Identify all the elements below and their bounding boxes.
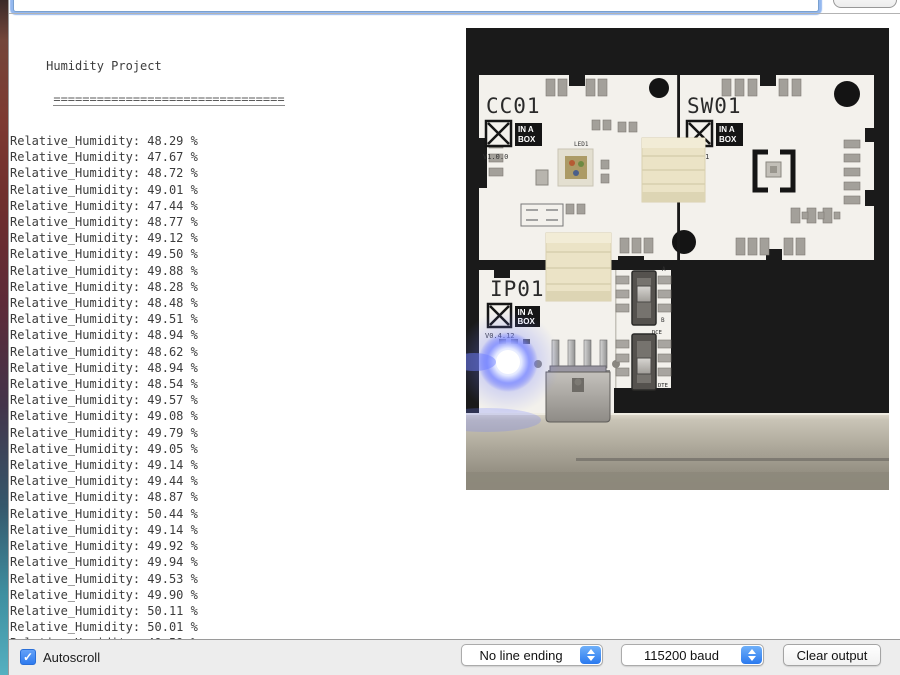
laptop-edge [466, 408, 889, 490]
serial-line: Relative_Humidity: 49.14 % [10, 458, 198, 473]
serial-line: Relative_Humidity: 48.77 % [10, 215, 198, 230]
serial-line: Relative_Humidity: 49.44 % [10, 474, 198, 489]
baud-rate-value: 115200 baud [644, 647, 719, 663]
send-button[interactable] [833, 0, 897, 8]
serial-line: Relative_Humidity: 48.94 % [10, 360, 198, 375]
switch-dce-label: DCE [652, 330, 662, 336]
serial-line: Relative_Humidity: 49.57 % [10, 393, 198, 408]
ip01-label: IP01 [490, 277, 545, 301]
pcb-photo-svg: CC01 IN A BOX V1.0.0 LED1 [466, 28, 889, 490]
serial-line: Relative_Humidity: 50.01 % [10, 620, 198, 635]
serial-line: Relative_Humidity: 49.05 % [10, 441, 198, 456]
switch-a-label: A [662, 266, 666, 273]
serial-line: Relative_Humidity: 49.51 % [10, 312, 198, 327]
autoscroll-label: Autoscroll [43, 650, 101, 665]
serial-line: Relative_Humidity: 49.79 % [10, 425, 198, 440]
switch-b-label: B [661, 317, 665, 324]
sw01-label: SW01 [687, 94, 742, 118]
serial-line: Relative_Humidity: 48.48 % [10, 296, 198, 311]
serial-line: Relative_Humidity: 50.11 % [10, 603, 198, 618]
line-ending-select[interactable]: No line ending [461, 644, 603, 666]
serial-monitor-window: Humidity Project =======================… [8, 0, 900, 675]
chevron-up-down-icon [580, 646, 601, 664]
serial-line: Relative_Humidity: 49.12 % [10, 231, 198, 246]
usb-connector [545, 365, 611, 423]
serial-separator: ================================ [53, 91, 285, 106]
serial-send-input[interactable] [13, 0, 819, 12]
svg-text:IN A: IN A [719, 125, 735, 134]
serial-line: Relative_Humidity: 49.01 % [10, 182, 198, 197]
switch-dte-label: DTE [658, 383, 668, 389]
svg-text:BOX: BOX [518, 135, 536, 144]
humidity-sensor [752, 149, 796, 193]
serial-line: Relative_Humidity: 47.67 % [10, 150, 198, 165]
serial-line: Relative_Humidity: 48.28 % [10, 279, 198, 294]
line-ending-value: No line ending [479, 647, 563, 663]
svg-text:IN A: IN A [518, 308, 534, 317]
svg-text:BOX: BOX [719, 135, 737, 144]
serial-line: Relative_Humidity: 49.14 % [10, 522, 198, 537]
desktop-wallpaper-strip [0, 0, 8, 675]
slide-switches: A B DCE DTE [615, 266, 672, 391]
baud-rate-select[interactable]: 115200 baud [621, 644, 764, 666]
blue-led [466, 310, 560, 414]
cc01-label: CC01 [486, 94, 541, 118]
serial-line: Relative_Humidity: 48.54 % [10, 377, 198, 392]
window-divider [9, 13, 900, 14]
xbus-connectors [545, 137, 706, 302]
serial-line: Relative_Humidity: 48.94 % [10, 328, 198, 343]
chevron-up-down-icon [741, 646, 762, 664]
autoscroll-checkbox[interactable]: ✓ [20, 649, 36, 665]
serial-line: Relative_Humidity: 49.53 % [10, 571, 198, 586]
serial-line: Relative_Humidity: 48.87 % [10, 490, 198, 505]
serial-line: Relative_Humidity: 49.88 % [10, 263, 198, 278]
serial-line: Relative_Humidity: 48.29 % [10, 134, 198, 149]
serial-line: Relative_Humidity: 49.90 % [10, 587, 198, 602]
serial-monitor-bottom-bar: ✓ Autoscroll No line ending 115200 baud … [9, 639, 900, 675]
serial-output-area[interactable]: Humidity Project =======================… [10, 26, 465, 667]
serial-line: Relative_Humidity: 47.44 % [10, 198, 198, 213]
serial-output: Relative_Humidity: 48.29 %Relative_Humid… [10, 133, 465, 668]
rgb-led: LED1 [557, 141, 594, 187]
serial-line: Relative_Humidity: 49.50 % [10, 247, 198, 262]
serial-line: Relative_Humidity: 50.44 % [10, 506, 198, 521]
x-logo-icon [487, 122, 510, 145]
inabox-logo-text: IN A [518, 125, 534, 134]
serial-line: Relative_Humidity: 49.08 % [10, 409, 198, 424]
serial-line: Relative_Humidity: 48.72 % [10, 166, 198, 181]
cc01-version: V1.0.0 [483, 153, 508, 161]
serial-line: Relative_Humidity: 49.94 % [10, 555, 198, 570]
led1-label: LED1 [574, 141, 589, 148]
pcb-photo: CC01 IN A BOX V1.0.0 LED1 [466, 28, 889, 490]
serial-line: Relative_Humidity: 49.92 % [10, 539, 198, 554]
clear-output-button[interactable]: Clear output [783, 644, 881, 666]
serial-title: Humidity Project [10, 59, 162, 74]
serial-line: Relative_Humidity: 48.62 % [10, 344, 198, 359]
